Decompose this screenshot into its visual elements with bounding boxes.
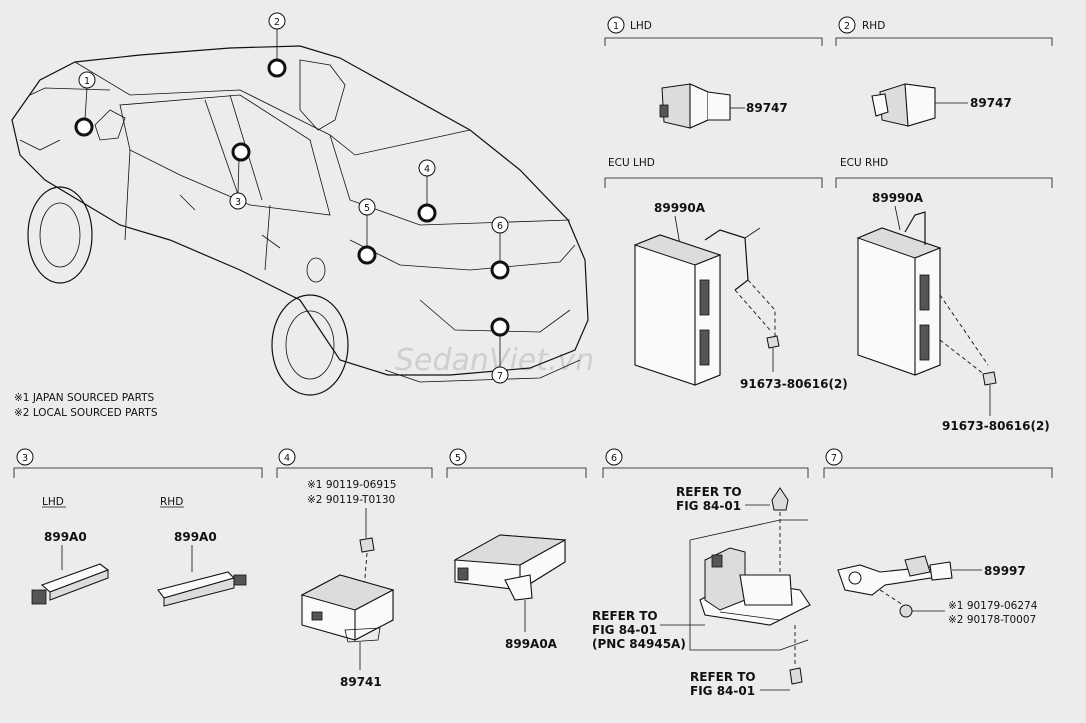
part-number-89741: 89741 [340, 675, 382, 689]
svg-text:2: 2 [844, 21, 850, 32]
section-1-title: LHD [630, 20, 652, 32]
location-dot-3 [231, 142, 251, 162]
location-dot-4 [417, 203, 437, 223]
part-number-89997: 89997 [984, 564, 1026, 578]
s4-bolt-1: ※1 90119-06915 [307, 479, 396, 491]
svg-text:1: 1 [613, 21, 619, 32]
callout-4: 4 [424, 164, 430, 175]
section-3: 3 LHD RHD 899A0 899A0 [13, 448, 263, 607]
s6-ref-3-line-2: FIG 84-01 [690, 684, 755, 698]
part-number-89990a-rhd: 89990A [872, 191, 924, 205]
s6-ref-2-line-3: (PNC 84945A) [592, 637, 686, 651]
s4-bolt-2: ※2 90119-T0130 [307, 494, 395, 506]
ecu-rhd-title: ECU RHD [840, 157, 888, 169]
car-illustration [11, 45, 589, 396]
svg-text:6: 6 [611, 453, 617, 464]
s3-lhd-label: LHD [42, 496, 64, 508]
s6-ref-1-line-1: REFER TO [676, 485, 742, 499]
section-1-lhd: 1 LHD 89747 [604, 16, 823, 129]
callout-5: 5 [364, 203, 370, 214]
callout-1: 1 [84, 76, 90, 87]
s6-ref-2-line-2: FIG 84-01 [592, 623, 657, 637]
callout-2: 2 [274, 17, 280, 28]
note-local: ※2 LOCAL SOURCED PARTS [14, 407, 158, 419]
svg-text:5: 5 [455, 453, 461, 464]
part-number-89747-lhd: 89747 [746, 101, 788, 115]
section-4: 4 ※1 90119-06915 ※2 90119-T0130 89741 [276, 448, 433, 689]
part-number-899a0-lhd: 899A0 [44, 530, 87, 544]
s7-bolt-2: ※2 90178-T0007 [948, 614, 1036, 626]
section-6: 6 REFER TO FIG 84-01 REFER TO FIG 84-01 … [592, 448, 811, 698]
location-dot-7 [490, 317, 510, 337]
section-5: 5 899A0A [446, 448, 587, 651]
callout-3: 3 [235, 197, 241, 208]
svg-text:7: 7 [831, 453, 837, 464]
s6-ref-3-line-1: REFER TO [690, 670, 756, 684]
bolt-part-lhd: 91673-80616(2) [740, 377, 848, 391]
part-number-89990a-lhd: 89990A [654, 201, 706, 215]
svg-text:3: 3 [22, 453, 28, 464]
bolt-part-rhd: 91673-80616(2) [942, 419, 1050, 433]
s7-bolt-1: ※1 90179-06274 [948, 600, 1038, 612]
location-dot-1 [74, 117, 94, 137]
s6-ref-2-line-1: REFER TO [592, 609, 658, 623]
car-callouts: 1 2 3 4 5 6 7 [78, 12, 509, 384]
s6-ref-1-line-2: FIG 84-01 [676, 499, 741, 513]
section-2-title: RHD [862, 20, 885, 32]
callout-7: 7 [497, 371, 503, 382]
note-japan: ※1 JAPAN SOURCED PARTS [14, 392, 155, 404]
location-dot-2 [267, 58, 287, 78]
part-number-899a0-rhd: 899A0 [174, 530, 217, 544]
ecu-lhd-title: ECU LHD [608, 157, 655, 169]
part-number-899a0a: 899A0A [505, 637, 558, 651]
part-number-89747-rhd: 89747 [970, 96, 1012, 110]
section-7: 7 89997 ※1 90179-06274 ※2 90178-T0007 [823, 448, 1053, 626]
section-ecu-lhd: ECU LHD 89990A 91673-80616(2) [604, 157, 848, 391]
callout-6: 6 [497, 221, 503, 232]
s3-rhd-label: RHD [160, 496, 183, 508]
location-dot-5 [357, 245, 377, 265]
section-2-rhd: 2 RHD 89747 [835, 16, 1053, 127]
section-ecu-rhd: ECU RHD 89990A 91673-80616(2) [835, 157, 1053, 433]
svg-text:4: 4 [284, 453, 290, 464]
location-dot-6 [490, 260, 510, 280]
